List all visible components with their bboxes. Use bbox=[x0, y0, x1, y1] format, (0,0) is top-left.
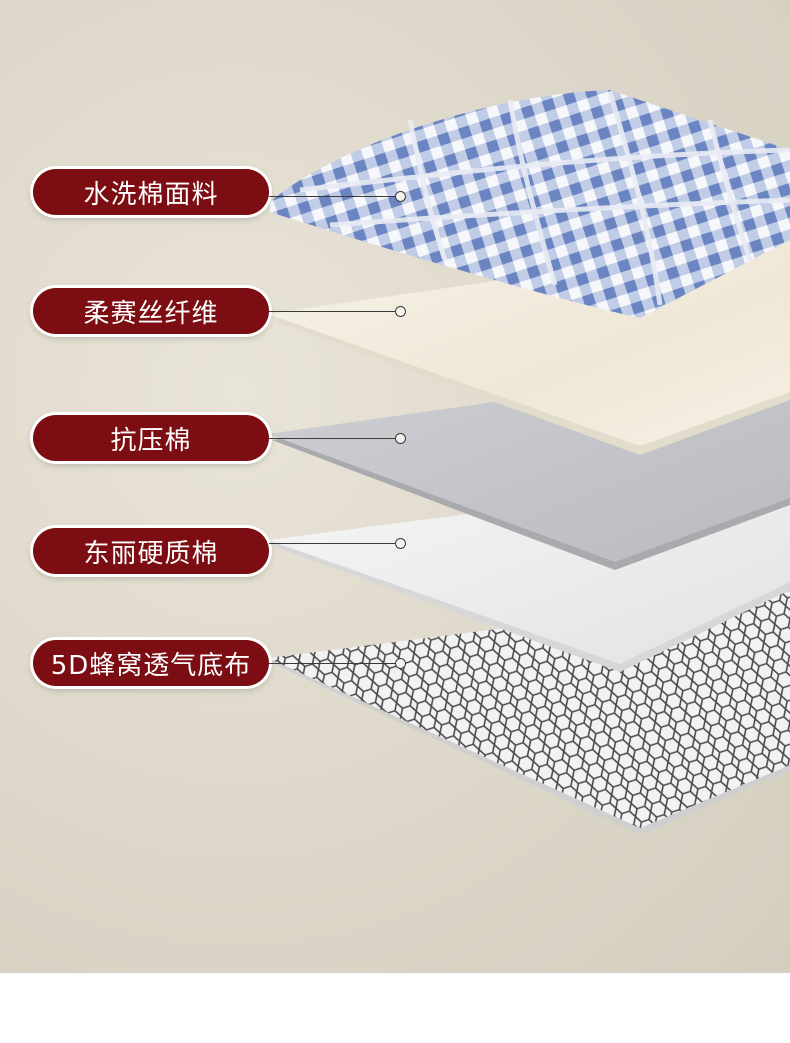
leader-line bbox=[269, 543, 397, 544]
leader-line bbox=[269, 438, 397, 439]
layer-tag-hard-cotton: 东丽硬质棉 bbox=[33, 528, 269, 574]
layer-tag-label: 5D蜂窝透气底布 bbox=[51, 645, 252, 682]
layer-tag-pressure-cotton: 抗压棉 bbox=[33, 415, 269, 461]
marker-dot-icon bbox=[395, 538, 406, 549]
marker-dot-icon bbox=[395, 658, 406, 669]
layer-tag-label: 抗压棉 bbox=[110, 420, 191, 457]
layer-tag-label: 东丽硬质棉 bbox=[83, 533, 218, 570]
marker-dot-icon bbox=[395, 191, 406, 202]
layers-graphic bbox=[0, 0, 790, 973]
leader-line bbox=[269, 311, 397, 312]
layer-tag-mesh: 5D蜂窝透气底布 bbox=[33, 640, 269, 686]
marker-dot-icon bbox=[395, 306, 406, 317]
layer-tag-fabric: 水洗棉面料 bbox=[33, 169, 269, 215]
marker-dot-icon bbox=[395, 433, 406, 444]
layer-tag-label: 柔赛丝纤维 bbox=[83, 293, 218, 330]
leader-line bbox=[269, 663, 397, 664]
layer-tag-label: 水洗棉面料 bbox=[83, 174, 218, 211]
layer-tag-fiber: 柔赛丝纤维 bbox=[33, 288, 269, 334]
product-layers-illustration: 水洗棉面料 柔赛丝纤维 抗压棉 东丽硬质棉 5D蜂窝透气底布 bbox=[0, 0, 790, 973]
leader-line bbox=[269, 196, 397, 197]
